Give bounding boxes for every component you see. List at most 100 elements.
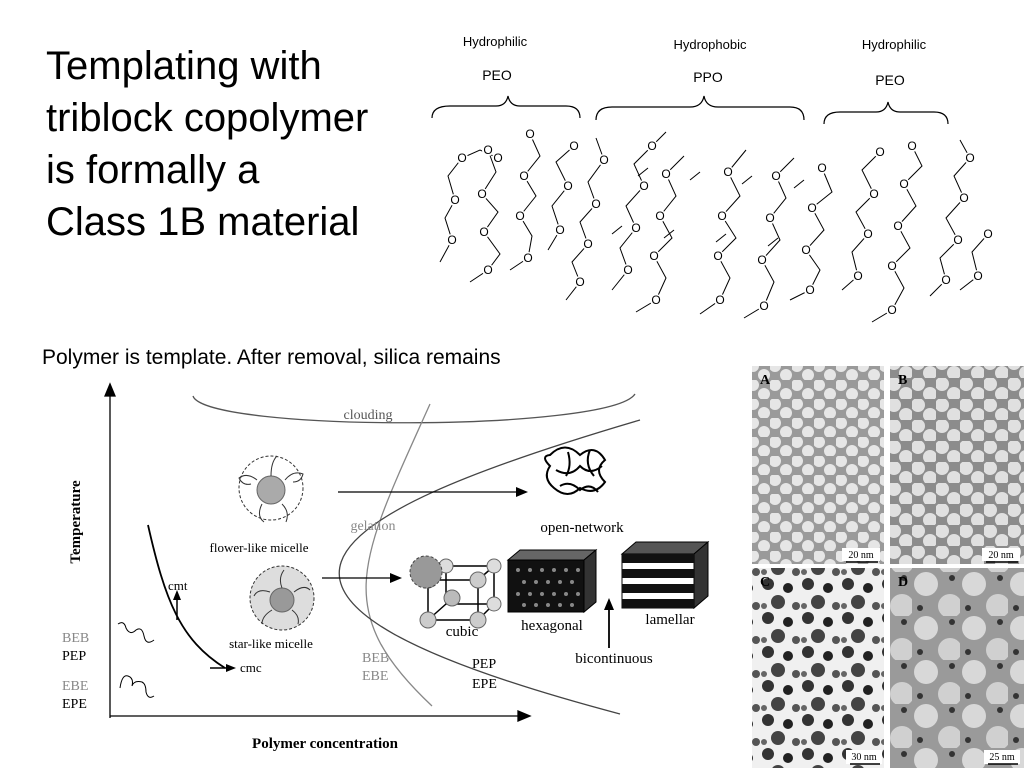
oxygen-atom-bg: [590, 198, 602, 210]
polymer-chain: [699, 149, 747, 315]
oxygen-atom-bg: [712, 250, 724, 262]
oxygen-atom: O: [479, 225, 488, 239]
oxygen-atom: O: [447, 233, 456, 247]
block-name-label: PEO: [875, 72, 905, 88]
oxygen-atom-bg: [522, 252, 534, 264]
title-line: Class 1B material: [46, 200, 360, 244]
x-axis-label: Polymer concentration: [252, 736, 399, 752]
oxygen-atom-bg: [514, 210, 526, 222]
oxygen-atom: O: [759, 299, 768, 313]
hexagonal-phase-icon: [506, 548, 598, 614]
epe-left-label: EPE: [62, 697, 87, 712]
oxygen-atom-bg: [660, 168, 672, 180]
methyl-branch: [663, 229, 675, 239]
bicontinuous-label: bicontinuous: [575, 651, 653, 667]
scale-bar-label: 30 nm: [851, 752, 877, 763]
oxygen-atom-bg: [568, 140, 580, 152]
methyl-branch: [637, 167, 649, 177]
polymer-chain: [635, 155, 685, 313]
oxygen-atom: O: [807, 201, 816, 215]
oxygen-atom-bg: [886, 260, 898, 272]
slide-subtitle: Polymer is template. After removal, sili…: [42, 346, 501, 369]
cmc-label: cmc: [240, 660, 262, 675]
cmc-curve: [147, 524, 226, 669]
oxygen-atom: O: [869, 187, 878, 201]
oxygen-atom: O: [801, 243, 810, 257]
oxygen-atom-bg: [862, 228, 874, 240]
methyl-branch: [611, 225, 623, 235]
oxygen-atom: O: [555, 223, 564, 237]
oxygen-atom: O: [655, 209, 664, 223]
flower-micelle-label: flower-like micelle: [210, 540, 309, 555]
methyl-branch: [767, 237, 779, 247]
cubic-phase-icon: [409, 555, 502, 629]
open-network-icon: [544, 446, 607, 495]
polymer-chain: [743, 157, 795, 319]
oxygen-atom-bg: [622, 264, 634, 276]
micrograph-d: [890, 568, 1024, 768]
micrograph-label: C: [760, 575, 770, 590]
oxygen-atom-bg: [816, 162, 828, 174]
micrograph-label: D: [898, 575, 908, 590]
micrograph-label: A: [760, 373, 771, 388]
beb-left-label: BEB: [62, 631, 89, 646]
oxygen-atom: O: [569, 139, 578, 153]
star-micelle-label: star-like micelle: [229, 636, 313, 651]
polymer-chain: [871, 145, 923, 323]
oxygen-atom-bg: [630, 222, 642, 234]
methyl-branch: [793, 179, 805, 189]
scale-bar-label: 20 nm: [848, 550, 874, 561]
oxygen-atom: O: [887, 303, 896, 317]
oxygen-atom: O: [893, 219, 902, 233]
oxygen-atom: O: [583, 237, 592, 251]
oxygen-atom: O: [941, 273, 950, 287]
oxygen-atom-bg: [972, 270, 984, 282]
oxygen-atom-bg: [852, 270, 864, 282]
oxygen-atom-bg: [492, 152, 504, 164]
oxygen-atom: O: [713, 249, 722, 263]
cmt-label: cmt: [168, 578, 188, 593]
oxygen-atom: O: [515, 209, 524, 223]
oxygen-atom-bg: [906, 140, 918, 152]
oxygen-atom: O: [863, 227, 872, 241]
polymer-chain: [611, 131, 667, 291]
epe-mid-label: EPE: [472, 677, 497, 692]
oxygen-atom-bg: [648, 250, 660, 262]
cubic-label: cubic: [446, 624, 479, 640]
block-kind-label: Hydrophobic: [674, 37, 747, 52]
oxygen-atom: O: [875, 145, 884, 159]
oxygen-atom: O: [651, 293, 660, 307]
pep-left-label: PEP: [62, 649, 86, 664]
x-axis-arrow: [517, 710, 532, 722]
polymer-chain: [929, 139, 971, 297]
oxygen-atom-bg: [650, 294, 662, 306]
oxygen-atom-bg: [482, 264, 494, 276]
open-network-label: open-network: [540, 520, 624, 536]
clouding-curve: [192, 393, 636, 424]
y-axis-arrow: [104, 382, 116, 397]
oxygen-atom: O: [483, 143, 492, 157]
oxygen-atom: O: [591, 197, 600, 211]
oxygen-atom: O: [965, 151, 974, 165]
scale-bar-label: 20 nm: [988, 550, 1014, 561]
oxygen-atom-bg: [898, 178, 910, 190]
oxygen-atom: O: [983, 227, 992, 241]
oxygen-atom-bg: [582, 238, 594, 250]
oxygen-atom: O: [599, 153, 608, 167]
oxygen-atom-bg: [598, 154, 610, 166]
oxygen-atom-bg: [722, 166, 734, 178]
oxygen-atom-bg: [764, 212, 776, 224]
star-micelle-icon: [249, 565, 315, 631]
oxygen-atom-bg: [476, 188, 488, 200]
oxygen-atom: O: [661, 167, 670, 181]
oxygen-atom-bg: [940, 274, 952, 286]
oxygen-atom: O: [953, 233, 962, 247]
ebe-mid-label: EBE: [362, 669, 388, 684]
oxygen-atom: O: [899, 177, 908, 191]
oxygen-atom-bg: [478, 226, 490, 238]
oxygen-atom: O: [575, 275, 584, 289]
oxygen-atom: O: [477, 187, 486, 201]
gelation-label: gelation: [350, 519, 395, 534]
oxygen-atom: O: [631, 221, 640, 235]
